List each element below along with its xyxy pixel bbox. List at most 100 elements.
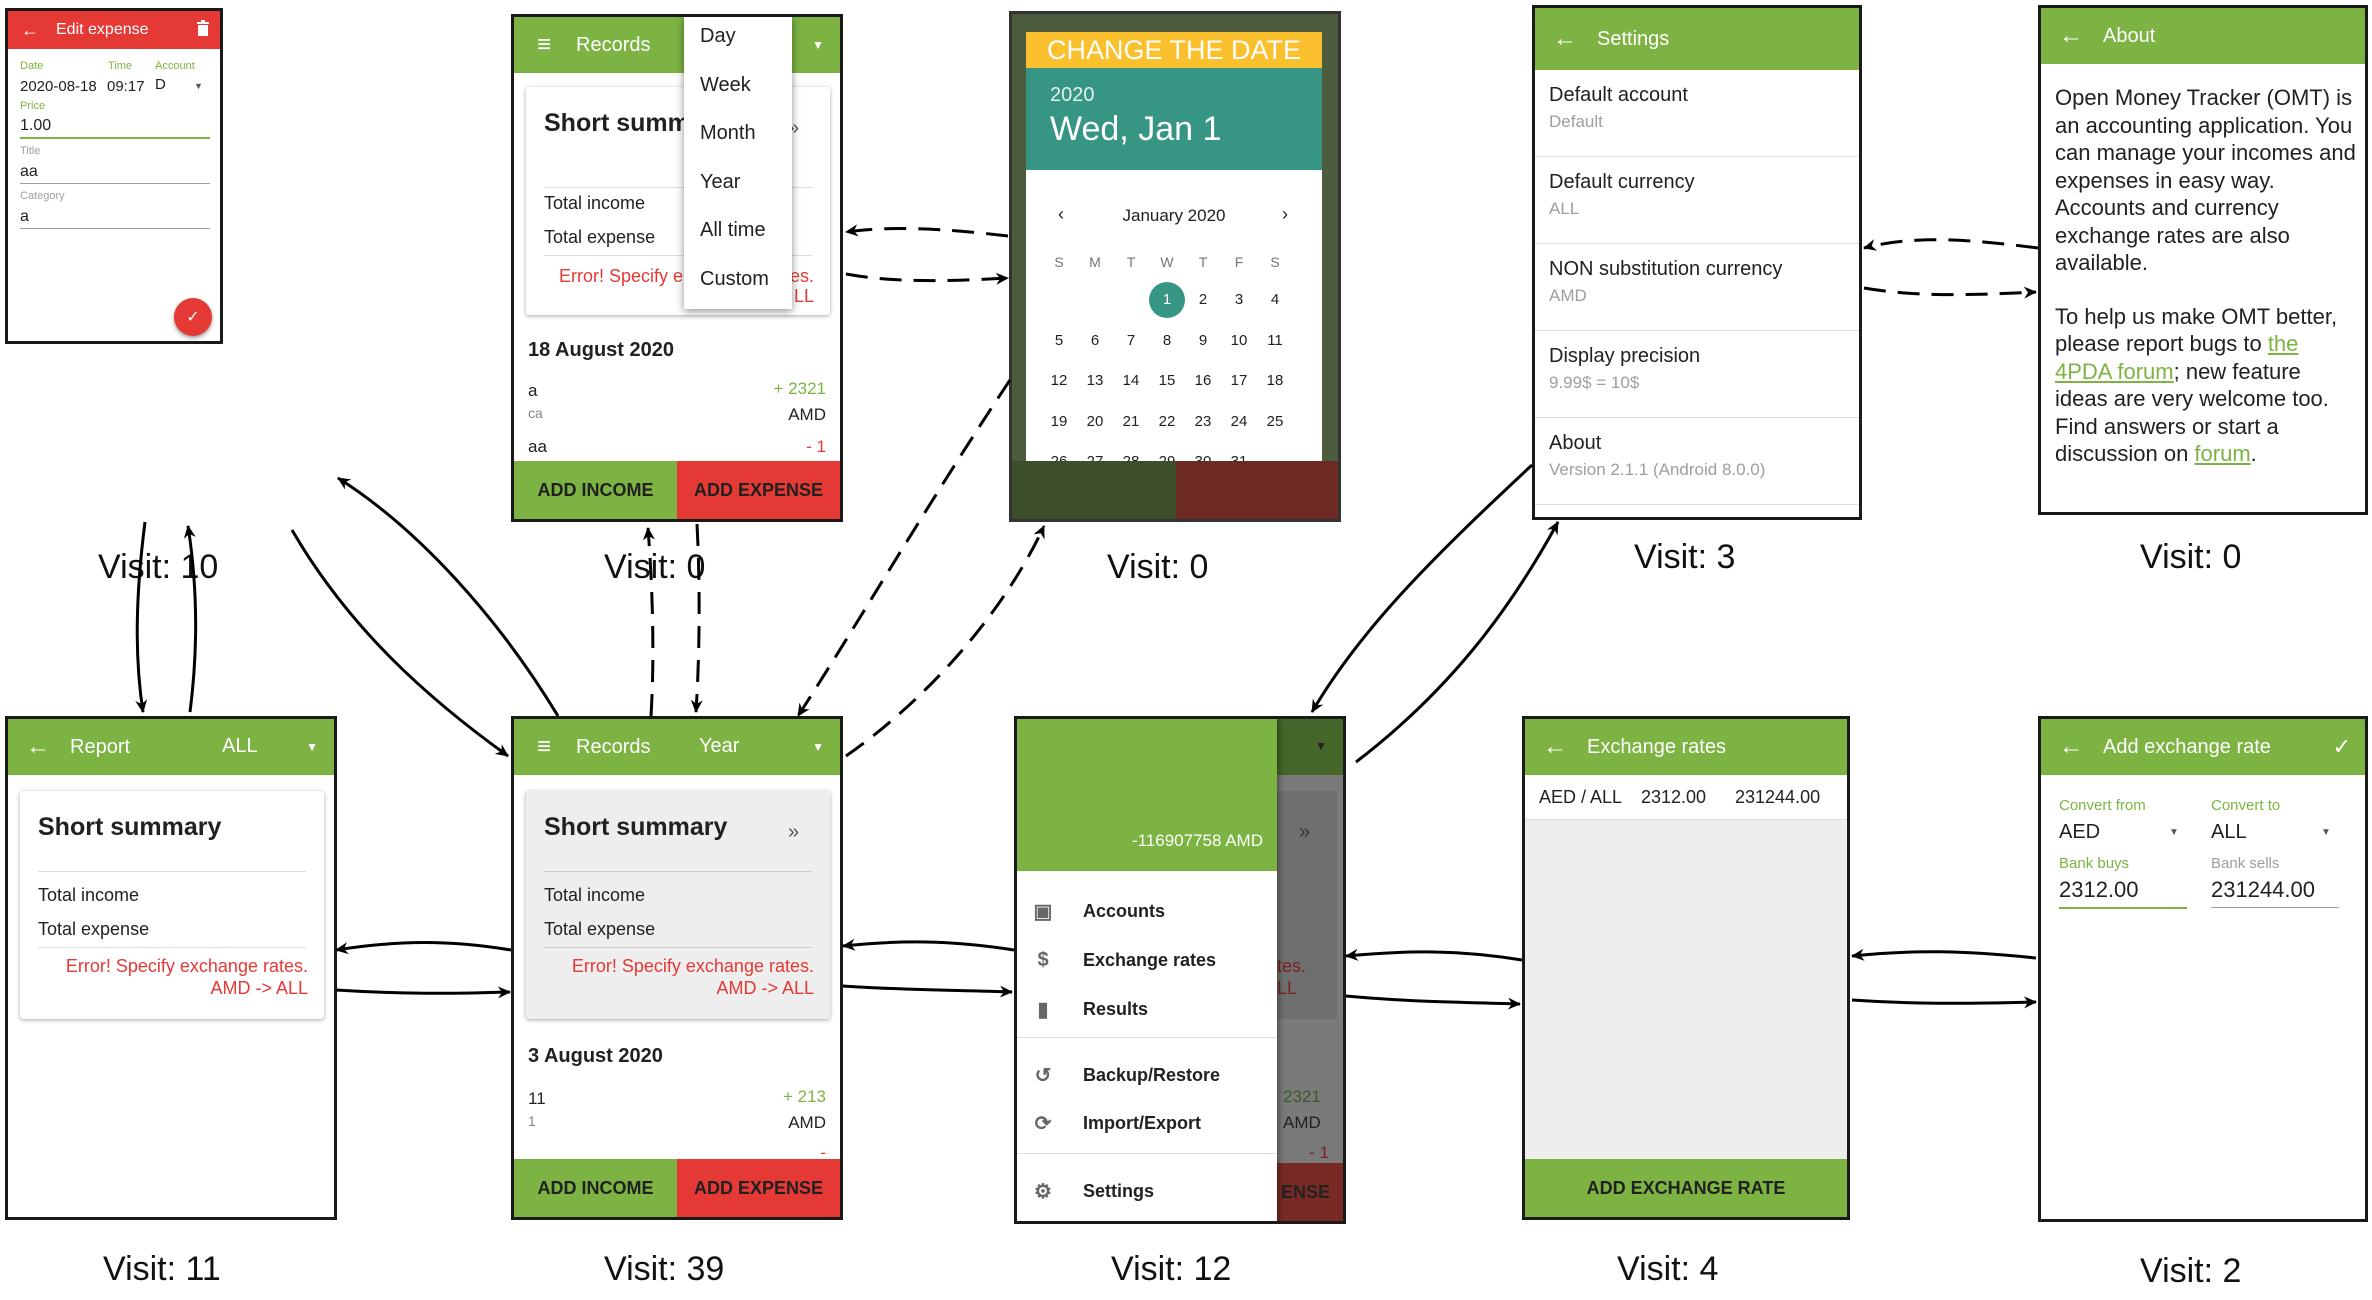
calendar-day-selected[interactable]: 1 [1149,282,1185,318]
calendar-day[interactable]: 13 [1086,372,1104,389]
calendar-day[interactable]: 17 [1230,372,1248,389]
confirm-check-icon[interactable]: ✓ [2332,734,2351,759]
account-dropdown-icon[interactable]: ▼ [194,81,203,91]
menu-icon[interactable]: ≡ [536,31,551,58]
drawer-item[interactable]: ▮Results [1017,989,1277,1029]
visit-drawer: Visit: 12 [1111,1250,1232,1288]
calendar-day[interactable]: 5 [1054,331,1064,349]
bank-buys-input[interactable]: 2312.00 [2059,877,2187,909]
drawer-item[interactable]: ▣Accounts [1017,891,1277,931]
back-arrow-icon[interactable]: ← [2059,733,2083,760]
calendar-day[interactable]: 14 [1122,372,1140,389]
title-input[interactable]: aa [20,163,210,184]
report-toolbar: ← Report ALL ▼ [8,719,334,775]
add-income-button[interactable]: ADD INCOME [514,461,677,519]
period-option[interactable]: All time [700,219,766,241]
calendar-day[interactable]: 7 [1126,331,1136,349]
record-title[interactable]: 11 [528,1089,546,1108]
period-option[interactable]: Custom [700,267,769,290]
calendar-day[interactable]: 18 [1266,372,1284,389]
back-arrow-icon[interactable]: ← [26,733,50,760]
calendar-day[interactable]: 10 [1230,331,1248,349]
calendar-day[interactable]: 25 [1266,412,1284,430]
date-label: Date [20,60,44,72]
price-input[interactable]: 1.00 [20,117,210,139]
calendar-day[interactable]: 11 [1267,331,1283,349]
delete-icon[interactable] [196,19,210,41]
from-dropdown-icon[interactable]: ▼ [2169,827,2179,838]
menu-icon[interactable]: ≡ [536,733,551,760]
period-dropdown-icon[interactable]: ▼ [812,38,824,52]
date-value[interactable]: 2020-08-18 [20,78,97,95]
calendar-day[interactable]: 9 [1198,331,1208,349]
period-dropdown-icon[interactable]: ▼ [812,740,824,754]
calendar-day[interactable]: 8 [1162,331,1172,349]
calendar-day[interactable]: 2 [1198,291,1208,308]
about-paragraph-1: Open Money Tracker (OMT) is an accountin… [2055,85,2356,275]
calendar-day[interactable]: 4 [1270,291,1280,308]
calendar-day[interactable]: 16 [1194,372,1212,389]
convert-to-label: Convert to [2211,797,2281,814]
report-summary-card: Short summary Total income Total expense… [20,791,324,1019]
back-arrow-icon[interactable]: ← [1553,25,1577,52]
period-option[interactable]: Week [700,73,751,96]
period-option[interactable]: Year [700,170,741,193]
calendar-day[interactable]: 19 [1050,412,1068,430]
period-select[interactable]: Year [699,735,740,757]
time-value[interactable]: 09:17 [107,78,145,95]
add-expense-button[interactable]: ADD EXPENSE [677,1159,840,1217]
add-expense-button[interactable]: ADD EXPENSE [677,461,840,519]
convert-from-select[interactable]: AED [2059,821,2101,843]
rate-row[interactable]: AED / ALL 2312.00 231244.00 [1525,775,1847,820]
dim-currency: AMD [1283,1113,1321,1132]
records-summary-card[interactable]: Short summary » Total income Total expen… [526,791,830,1019]
category-input[interactable]: a [20,208,210,229]
drawer-item[interactable]: ⚙Settings [1017,1171,1277,1211]
period-option[interactable]: Day [700,25,736,47]
prev-month-icon[interactable]: ‹ [1058,204,1064,224]
calendar-day[interactable]: 3 [1234,291,1244,308]
calendar-day[interactable]: 23 [1194,412,1212,430]
bank-sells-input[interactable]: 231244.00 [2211,877,2339,908]
add-exchange-rate-button[interactable]: ADD EXCHANGE RATE [1525,1159,1847,1217]
drawer-item[interactable]: ⟳Import/Export [1017,1103,1277,1143]
account-select[interactable]: D [155,76,166,93]
calendar-day[interactable]: 20 [1086,412,1104,430]
dollar-icon: $ [1037,948,1049,971]
period-option[interactable]: Month [700,122,756,144]
calendar-day[interactable]: 6 [1090,331,1100,349]
arrow-report-to-records [335,986,511,999]
expand-icon[interactable]: » [788,821,800,843]
forum-link-2[interactable]: forum [2194,441,2251,466]
date-header: 18 August 2020 [528,339,674,361]
calendar-day[interactable]: 21 [1122,412,1140,430]
add-income-button[interactable]: ADD INCOME [514,1159,677,1217]
record-title[interactable]: a [528,381,538,400]
convert-to-select[interactable]: ALL [2211,821,2247,843]
back-arrow-icon[interactable]: ← [21,19,39,40]
next-month-icon[interactable]: › [1282,204,1288,224]
back-arrow-icon[interactable]: ← [2059,22,2083,49]
calendar-day[interactable]: 12 [1050,372,1068,389]
to-dropdown-icon[interactable]: ▼ [2321,827,2331,838]
settings-title: Settings [1597,27,1670,50]
calendar-day[interactable]: 24 [1230,412,1248,430]
drawer-item[interactable]: $Exchange rates [1017,940,1277,980]
selected-year[interactable]: 2020 [1050,84,1095,106]
expand-icon[interactable]: » [788,117,800,139]
currency-dropdown-icon[interactable]: ▼ [306,740,318,754]
currency-select[interactable]: ALL [222,735,258,757]
drawer-item[interactable]: ↺Backup/Restore [1017,1055,1277,1095]
record-title[interactable]: aa [528,437,547,456]
calendar-day[interactable]: 15 [1158,372,1176,389]
confirm-fab[interactable]: ✓ [174,298,212,336]
calendar-day[interactable]: 22 [1158,412,1176,430]
forum-link[interactable]: the 4PDA forum [2055,331,2299,384]
back-arrow-icon[interactable]: ← [1543,733,1567,760]
